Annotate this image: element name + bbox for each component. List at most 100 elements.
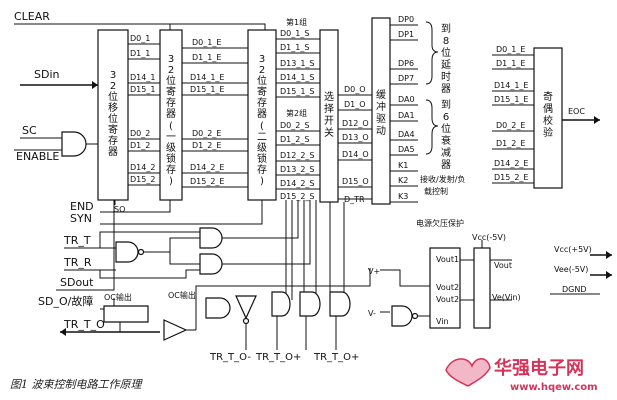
- latch1-block: [159, 29, 183, 201]
- rx-ctrl-label: 接收/发射/负: [420, 174, 465, 184]
- gate-out-1: [222, 200, 299, 239]
- pin-label: D1_O: [344, 100, 366, 109]
- pin-label: D15_2_E: [190, 177, 224, 186]
- oc2-gate: [205, 297, 231, 319]
- pin-label: D1_2_E: [192, 141, 221, 150]
- vcc5-label: Vcc(-5V): [472, 233, 506, 242]
- watermark-logo-icon: [445, 358, 491, 387]
- psu-title: 电源欠压保护: [416, 218, 464, 228]
- clear-wire: [14, 23, 266, 30]
- supply-vcc: Vcc(+5V): [554, 245, 592, 254]
- and-gate-b1: [271, 291, 291, 317]
- supply-arrow: [606, 251, 612, 259]
- pin-label: D14_2_S: [280, 179, 315, 188]
- switch-block: [319, 29, 339, 203]
- oc1-gate: [103, 305, 149, 323]
- bottom-label-1: TR_T_O-: [209, 352, 251, 363]
- pin-label: DA4: [398, 130, 415, 139]
- tr-t-o-arrow: [60, 328, 66, 336]
- pin-label: D1_2: [130, 141, 150, 150]
- pin-label: DP6: [398, 59, 414, 68]
- pin-label: D15_2_S: [280, 192, 315, 201]
- oc2-label: OC输出: [168, 290, 196, 300]
- shift-reg-pins: D0_1 D1_1 D14_1 D15_1 D0_2 D1_2 D14_2 D1…: [128, 34, 160, 186]
- vout-label: Vout: [494, 261, 512, 270]
- latch2-block: [247, 29, 277, 201]
- buffer-outputs: DP0 DP1 DP6 DP7 DA0 DA1 DA4 DA5 K1 K2 K3: [390, 15, 418, 203]
- pin-label: D0_1_E: [496, 45, 525, 54]
- sd-o-label: SD_O/故障: [38, 294, 93, 308]
- pin-label: D15_1_E: [190, 85, 224, 94]
- syn-wire: [100, 200, 263, 225]
- parity-label: 奇偶校验: [543, 90, 553, 139]
- pin-label: D15_2_E: [494, 173, 528, 182]
- pin-label: K2: [398, 176, 408, 185]
- pin-label: D0_1: [130, 34, 150, 43]
- and-gate-tr1: [115, 241, 139, 263]
- vminus-label: V-: [368, 309, 376, 318]
- inverter-triangle-down: [235, 295, 257, 320]
- pin-label: D14_1_E: [494, 81, 528, 90]
- pin-label: D15_1_S: [280, 87, 315, 96]
- figure-caption: 图1 波束控制电路工作原理: [10, 378, 143, 391]
- pin-label: D1_2_E: [496, 139, 525, 148]
- pin-label: D14_2_E: [190, 163, 224, 172]
- watermark-brand: 华强电子网: [494, 357, 584, 379]
- end-label: END: [70, 200, 94, 213]
- pin-label: D14_2: [130, 163, 155, 172]
- tr-r-label: TR_R: [63, 256, 92, 269]
- psu-block-left: [429, 247, 461, 329]
- vplus-wire: [380, 269, 430, 287]
- pin-label: D0_1_S: [280, 29, 309, 38]
- sdin-label: SDin: [34, 68, 60, 81]
- gate-out-2: [222, 200, 311, 265]
- pin-label: D13_1_S: [280, 59, 315, 68]
- pin-label: D12_O: [342, 119, 369, 128]
- and-gate-tr3: [199, 253, 223, 275]
- vin-label: Vin: [436, 317, 449, 326]
- pin-label: D0_2_E: [496, 121, 525, 130]
- tr-t-o-label: TR_T_O: [63, 318, 105, 331]
- pin-label: D0_1_E: [192, 38, 221, 47]
- shift-register-block: [97, 29, 129, 201]
- pin-label: D14_1_S: [280, 73, 315, 82]
- pin-label: DP1: [398, 30, 414, 39]
- vplus-label: V+: [368, 267, 380, 276]
- switch-outputs: D0_O D1_O D12_O D13_O D14_O D15_O D_TR: [338, 85, 372, 204]
- buffer-label: 缓冲驱动: [376, 88, 386, 137]
- pin-label: D14_O: [342, 150, 369, 159]
- gate-wire-1: [143, 237, 200, 253]
- pin-label: D1_1: [130, 49, 150, 58]
- pin-label: D0_2_E: [192, 129, 221, 138]
- pin-label: K3: [398, 192, 408, 201]
- bottom-label-2: TR_T_O+: [255, 352, 301, 363]
- oc1-label: OC输出: [104, 292, 132, 302]
- pin-label: D14_2_E: [494, 159, 528, 168]
- group1-label: 第1组: [286, 17, 307, 27]
- pin-label: D1_2_S: [280, 135, 309, 144]
- enable-label: ENABLE: [16, 150, 59, 163]
- and-gate-psu: [391, 305, 413, 327]
- so-label: SO: [114, 205, 125, 214]
- pin-label: D15_1: [130, 85, 155, 94]
- pin-label: D14_1_E: [190, 73, 224, 82]
- gate-wire-4: [99, 269, 200, 279]
- clear-label: CLEAR: [14, 10, 50, 23]
- gate-wire-3: [99, 231, 200, 248]
- pin-label: D0_O: [344, 85, 366, 94]
- pin-label: D1_1_S: [280, 43, 309, 52]
- pin-label: DP7: [398, 74, 414, 83]
- sdout-label: SDout: [60, 276, 94, 289]
- parity-block: [533, 47, 563, 189]
- watermark: 华强电子网 www.hqew.com: [445, 357, 598, 393]
- group2-label: 第2组: [286, 108, 307, 118]
- sc-label: SC: [22, 124, 37, 137]
- pin-label: D14_1: [130, 73, 155, 82]
- pin-label: D15_O: [342, 177, 369, 186]
